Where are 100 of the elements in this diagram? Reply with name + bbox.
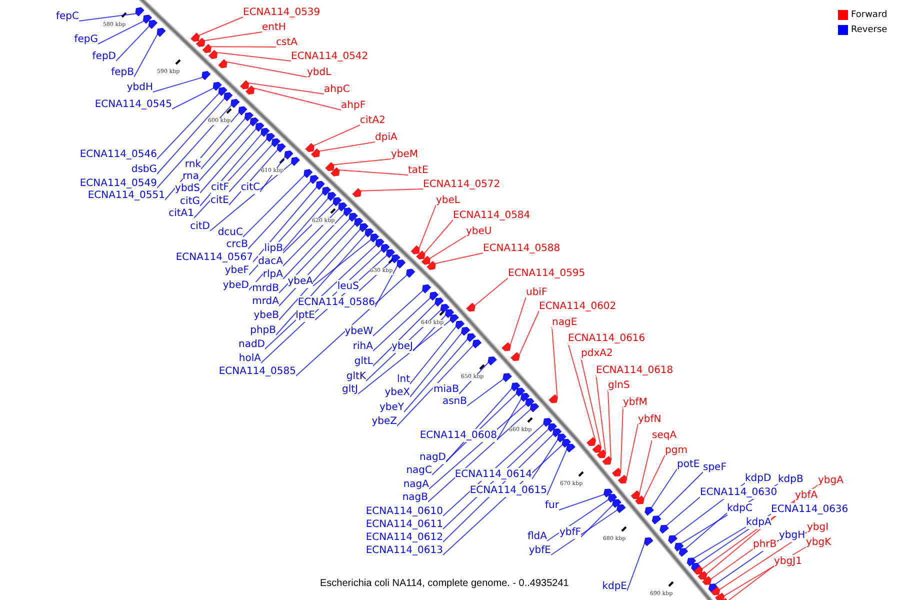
gene-label: glnS — [608, 379, 630, 392]
gene-label: kdpE — [602, 580, 627, 593]
gene-label: speF — [703, 461, 726, 474]
leader-line — [156, 104, 232, 188]
leader-line — [358, 320, 451, 394]
gene-marker — [406, 268, 416, 278]
leader-line — [568, 342, 596, 441]
leader-line — [228, 149, 278, 206]
leader-line — [466, 378, 504, 406]
gene-label: crcB — [226, 238, 248, 251]
gene-marker — [686, 558, 696, 566]
leader-line — [693, 526, 746, 559]
gene-marker — [344, 208, 352, 217]
gene-label: ECNA114_0588 — [483, 242, 560, 255]
leader-line — [532, 439, 558, 480]
leader-line — [580, 358, 602, 448]
gene-label: ECNA114_0549 — [80, 177, 157, 190]
leader-line — [474, 278, 508, 306]
leader-line — [685, 512, 728, 550]
gene-marker — [702, 576, 712, 585]
leader-line — [116, 26, 150, 62]
gene-marker — [260, 128, 270, 137]
leader-line — [552, 326, 558, 398]
gene-marker — [359, 223, 368, 232]
leader-line — [156, 92, 220, 160]
gene-label: ybfE — [528, 544, 551, 557]
gene-marker — [635, 496, 644, 504]
gene-marker — [510, 352, 520, 361]
gene-label: kdpD — [745, 472, 772, 485]
gene-label: mrdB — [252, 282, 279, 295]
gene-label: ECNA114_0615 — [470, 484, 547, 497]
leader-line — [156, 98, 225, 174]
gene-marker — [630, 490, 640, 500]
gene-marker — [352, 188, 362, 198]
gene-label: ybeZ — [372, 415, 397, 428]
gene-label: ECNA114_0610 — [366, 505, 443, 518]
gene-label: ybeL — [436, 194, 460, 207]
gene-label: citD — [190, 220, 210, 233]
leader-line — [200, 134, 262, 206]
gene-label: lnt — [396, 373, 410, 386]
gene-marker — [548, 394, 558, 404]
gene-marker — [612, 499, 622, 508]
gene-label: ahpC — [324, 83, 350, 96]
gene-marker — [338, 202, 348, 212]
gene-marker — [421, 256, 430, 265]
leader-line — [253, 88, 342, 110]
leader-line — [404, 338, 468, 412]
leader-line — [372, 303, 436, 366]
gene-marker — [238, 106, 248, 116]
gene-label: ECNA114_0545 — [94, 98, 172, 111]
leader-line — [412, 314, 446, 352]
gene-label: ECNA114_0618 — [596, 364, 674, 377]
gene-label: ECNA114_0612 — [366, 531, 443, 544]
gene-label: citE — [210, 194, 229, 207]
leader-line — [626, 424, 638, 478]
gene-marker — [618, 474, 628, 484]
gene-marker — [325, 162, 334, 172]
leader-line — [650, 468, 678, 508]
gene-marker — [715, 592, 725, 600]
gene-marker — [604, 488, 613, 498]
gene-marker — [310, 175, 319, 184]
leader-line — [372, 290, 424, 336]
gene-label: ECNA114_0608 — [420, 429, 497, 442]
gene-label: ECNA114_0567 — [176, 251, 253, 264]
gene-marker — [586, 437, 596, 446]
leader-line — [200, 118, 246, 170]
gene-label: ECNA114_0551 — [88, 189, 165, 202]
gene-label: ybfA — [795, 489, 818, 502]
gene-marker — [530, 403, 540, 412]
gene-marker — [608, 494, 618, 503]
leader-line — [518, 310, 540, 356]
gene-marker — [644, 537, 654, 546]
gene-marker — [678, 548, 688, 557]
leader-line — [434, 252, 484, 264]
gene-marker — [602, 456, 612, 465]
gene-marker — [348, 212, 358, 222]
gene-marker — [557, 434, 566, 442]
gene-label: ybeA — [288, 275, 313, 288]
gene-marker — [616, 504, 626, 514]
gene-label: ybgH — [779, 529, 806, 542]
gene-label: ECNA114_0636 — [771, 503, 848, 516]
gene-marker — [422, 284, 432, 294]
gene-label: dpiA — [375, 131, 398, 144]
gene-marker — [416, 250, 426, 260]
gene-marker — [305, 143, 314, 152]
gene-marker — [472, 340, 482, 348]
leader-line — [248, 82, 324, 94]
gene-marker — [552, 428, 562, 438]
gene-label: ybdS — [175, 182, 200, 195]
gene-label: ybgI — [807, 521, 829, 534]
gene-marker — [430, 292, 439, 301]
gene-label: ECNA114_0572 — [423, 178, 500, 191]
leader-line — [210, 162, 292, 232]
gene-label: citF — [211, 181, 229, 194]
leader-line — [78, 13, 136, 22]
gene-label: ECNA114_0602 — [539, 300, 616, 313]
leader-line — [278, 228, 361, 320]
gene-label: phrB — [753, 538, 777, 551]
leader-line — [372, 298, 431, 352]
gene-marker — [208, 50, 218, 59]
